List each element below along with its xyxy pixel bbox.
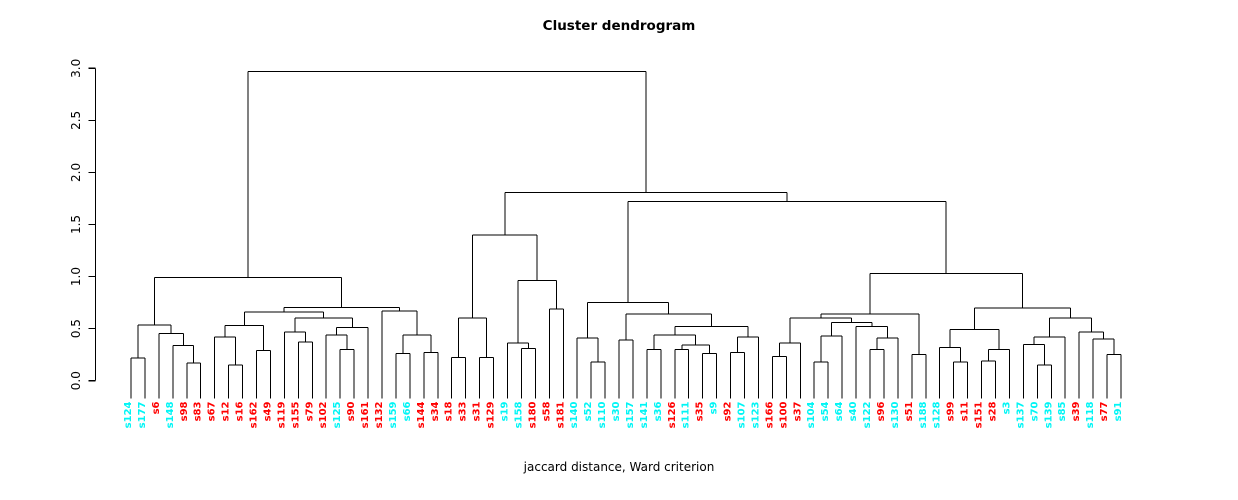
leaf-label-s16: s16 — [235, 401, 246, 421]
leaf-label-s140: s140 — [569, 401, 580, 428]
leaf-label-s157: s157 — [625, 401, 636, 428]
y-tick-label: 2.0 — [69, 163, 83, 182]
leaf-label-s155: s155 — [290, 401, 301, 428]
leaf-label-s102: s102 — [318, 401, 329, 428]
leaf-label-s31: s31 — [472, 401, 483, 421]
y-tick-label: 1.0 — [69, 267, 83, 286]
leaf-label-s37: s37 — [792, 401, 803, 421]
leaf-label-s162: s162 — [248, 401, 259, 428]
y-tick-label: 1.5 — [69, 215, 83, 234]
chart-title: Cluster dendrogram — [542, 18, 696, 34]
leaf-label-s118: s118 — [1085, 401, 1096, 428]
leaf-label-s58: s58 — [541, 401, 552, 421]
leaf-label-s96: s96 — [876, 401, 887, 421]
leaf-label-s141: s141 — [639, 401, 650, 428]
leaf-label-s51: s51 — [904, 401, 915, 421]
leaf-label-s28: s28 — [988, 401, 999, 421]
leaf-label-s33: s33 — [458, 401, 469, 421]
leaf-label-s148: s148 — [165, 401, 176, 428]
leaf-label-s92: s92 — [723, 401, 734, 421]
leaf-label-s129: s129 — [486, 401, 497, 428]
leaf-label-s9: s9 — [709, 401, 720, 414]
leaf-label-s110: s110 — [597, 401, 608, 428]
leaf-label-s159: s159 — [388, 401, 399, 428]
leaf-label-s137: s137 — [1015, 401, 1026, 428]
leaf-label-s52: s52 — [583, 401, 594, 421]
leaf-label-s107: s107 — [737, 401, 748, 428]
leaf-label-s18: s18 — [444, 401, 455, 421]
leaf-label-s180: s180 — [527, 401, 538, 428]
leaf-label-s166: s166 — [764, 401, 775, 428]
leaf-label-s66: s66 — [402, 401, 413, 421]
leaf-label-s19: s19 — [499, 401, 510, 421]
leaf-label-s54: s54 — [820, 401, 831, 421]
leaf-label-s85: s85 — [1057, 401, 1068, 421]
leaf-label-s99: s99 — [946, 401, 957, 421]
leaf-label-s77: s77 — [1099, 401, 1110, 421]
leaf-label-s123: s123 — [750, 401, 761, 428]
dendrogram-tree — [130, 70, 1122, 399]
leaf-label-s91: s91 — [1113, 401, 1124, 421]
leaf-label-s144: s144 — [416, 401, 427, 428]
leaf-label-s70: s70 — [1029, 401, 1040, 421]
leaf-label-s34: s34 — [430, 401, 441, 421]
leaf-label-s177: s177 — [137, 401, 148, 428]
leaf-label-s188: s188 — [918, 401, 929, 428]
leaf-label-s100: s100 — [778, 401, 789, 428]
leaf-label-s151: s151 — [974, 401, 985, 428]
leaf-label-s161: s161 — [360, 401, 371, 428]
leaf-label-s11: s11 — [960, 401, 971, 421]
leaf-label-s67: s67 — [207, 401, 218, 421]
y-axis: 0.0 0.5 1.0 1.5 2.0 2.5 3.0 — [69, 59, 97, 390]
leaf-label-s104: s104 — [806, 401, 817, 428]
leaf-label-s119: s119 — [276, 401, 287, 428]
leaf-label-s130: s130 — [890, 401, 901, 428]
leaf-label-s124: s124 — [123, 401, 134, 428]
leaf-label-s35: s35 — [695, 401, 706, 421]
x-axis-caption: jaccard distance, Ward criterion — [523, 460, 715, 474]
leaf-label-s6: s6 — [151, 401, 162, 414]
y-tick-label: 2.5 — [69, 111, 83, 130]
leaf-label-s158: s158 — [513, 401, 524, 428]
leaf-label-s64: s64 — [834, 401, 845, 421]
leaf-label-s128: s128 — [932, 401, 943, 428]
leaf-label-s122: s122 — [862, 401, 873, 428]
leaf-label-s132: s132 — [374, 401, 385, 428]
y-tick-label: 0.0 — [69, 371, 83, 390]
leaf-label-s111: s111 — [681, 401, 692, 428]
leaf-label-s83: s83 — [193, 401, 204, 421]
leaf-label-s90: s90 — [346, 401, 357, 421]
leaf-label-s30: s30 — [611, 401, 622, 421]
leaf-label-s39: s39 — [1071, 401, 1082, 421]
leaf-label-s126: s126 — [667, 401, 678, 428]
leaf-label-s40: s40 — [848, 401, 859, 421]
leaf-label-s79: s79 — [304, 401, 315, 421]
y-tick-label: 0.5 — [69, 319, 83, 338]
leaf-label-s36: s36 — [653, 401, 664, 421]
leaf-label-s125: s125 — [332, 401, 343, 428]
y-tick-label: 3.0 — [69, 59, 83, 78]
leaf-label-s181: s181 — [555, 401, 566, 428]
leaf-label-s12: s12 — [221, 401, 232, 421]
leaf-label-s139: s139 — [1043, 401, 1054, 428]
leaf-label-s49: s49 — [262, 401, 273, 421]
leaf-label-s98: s98 — [179, 401, 190, 421]
leaf-label-s3: s3 — [1001, 401, 1012, 414]
